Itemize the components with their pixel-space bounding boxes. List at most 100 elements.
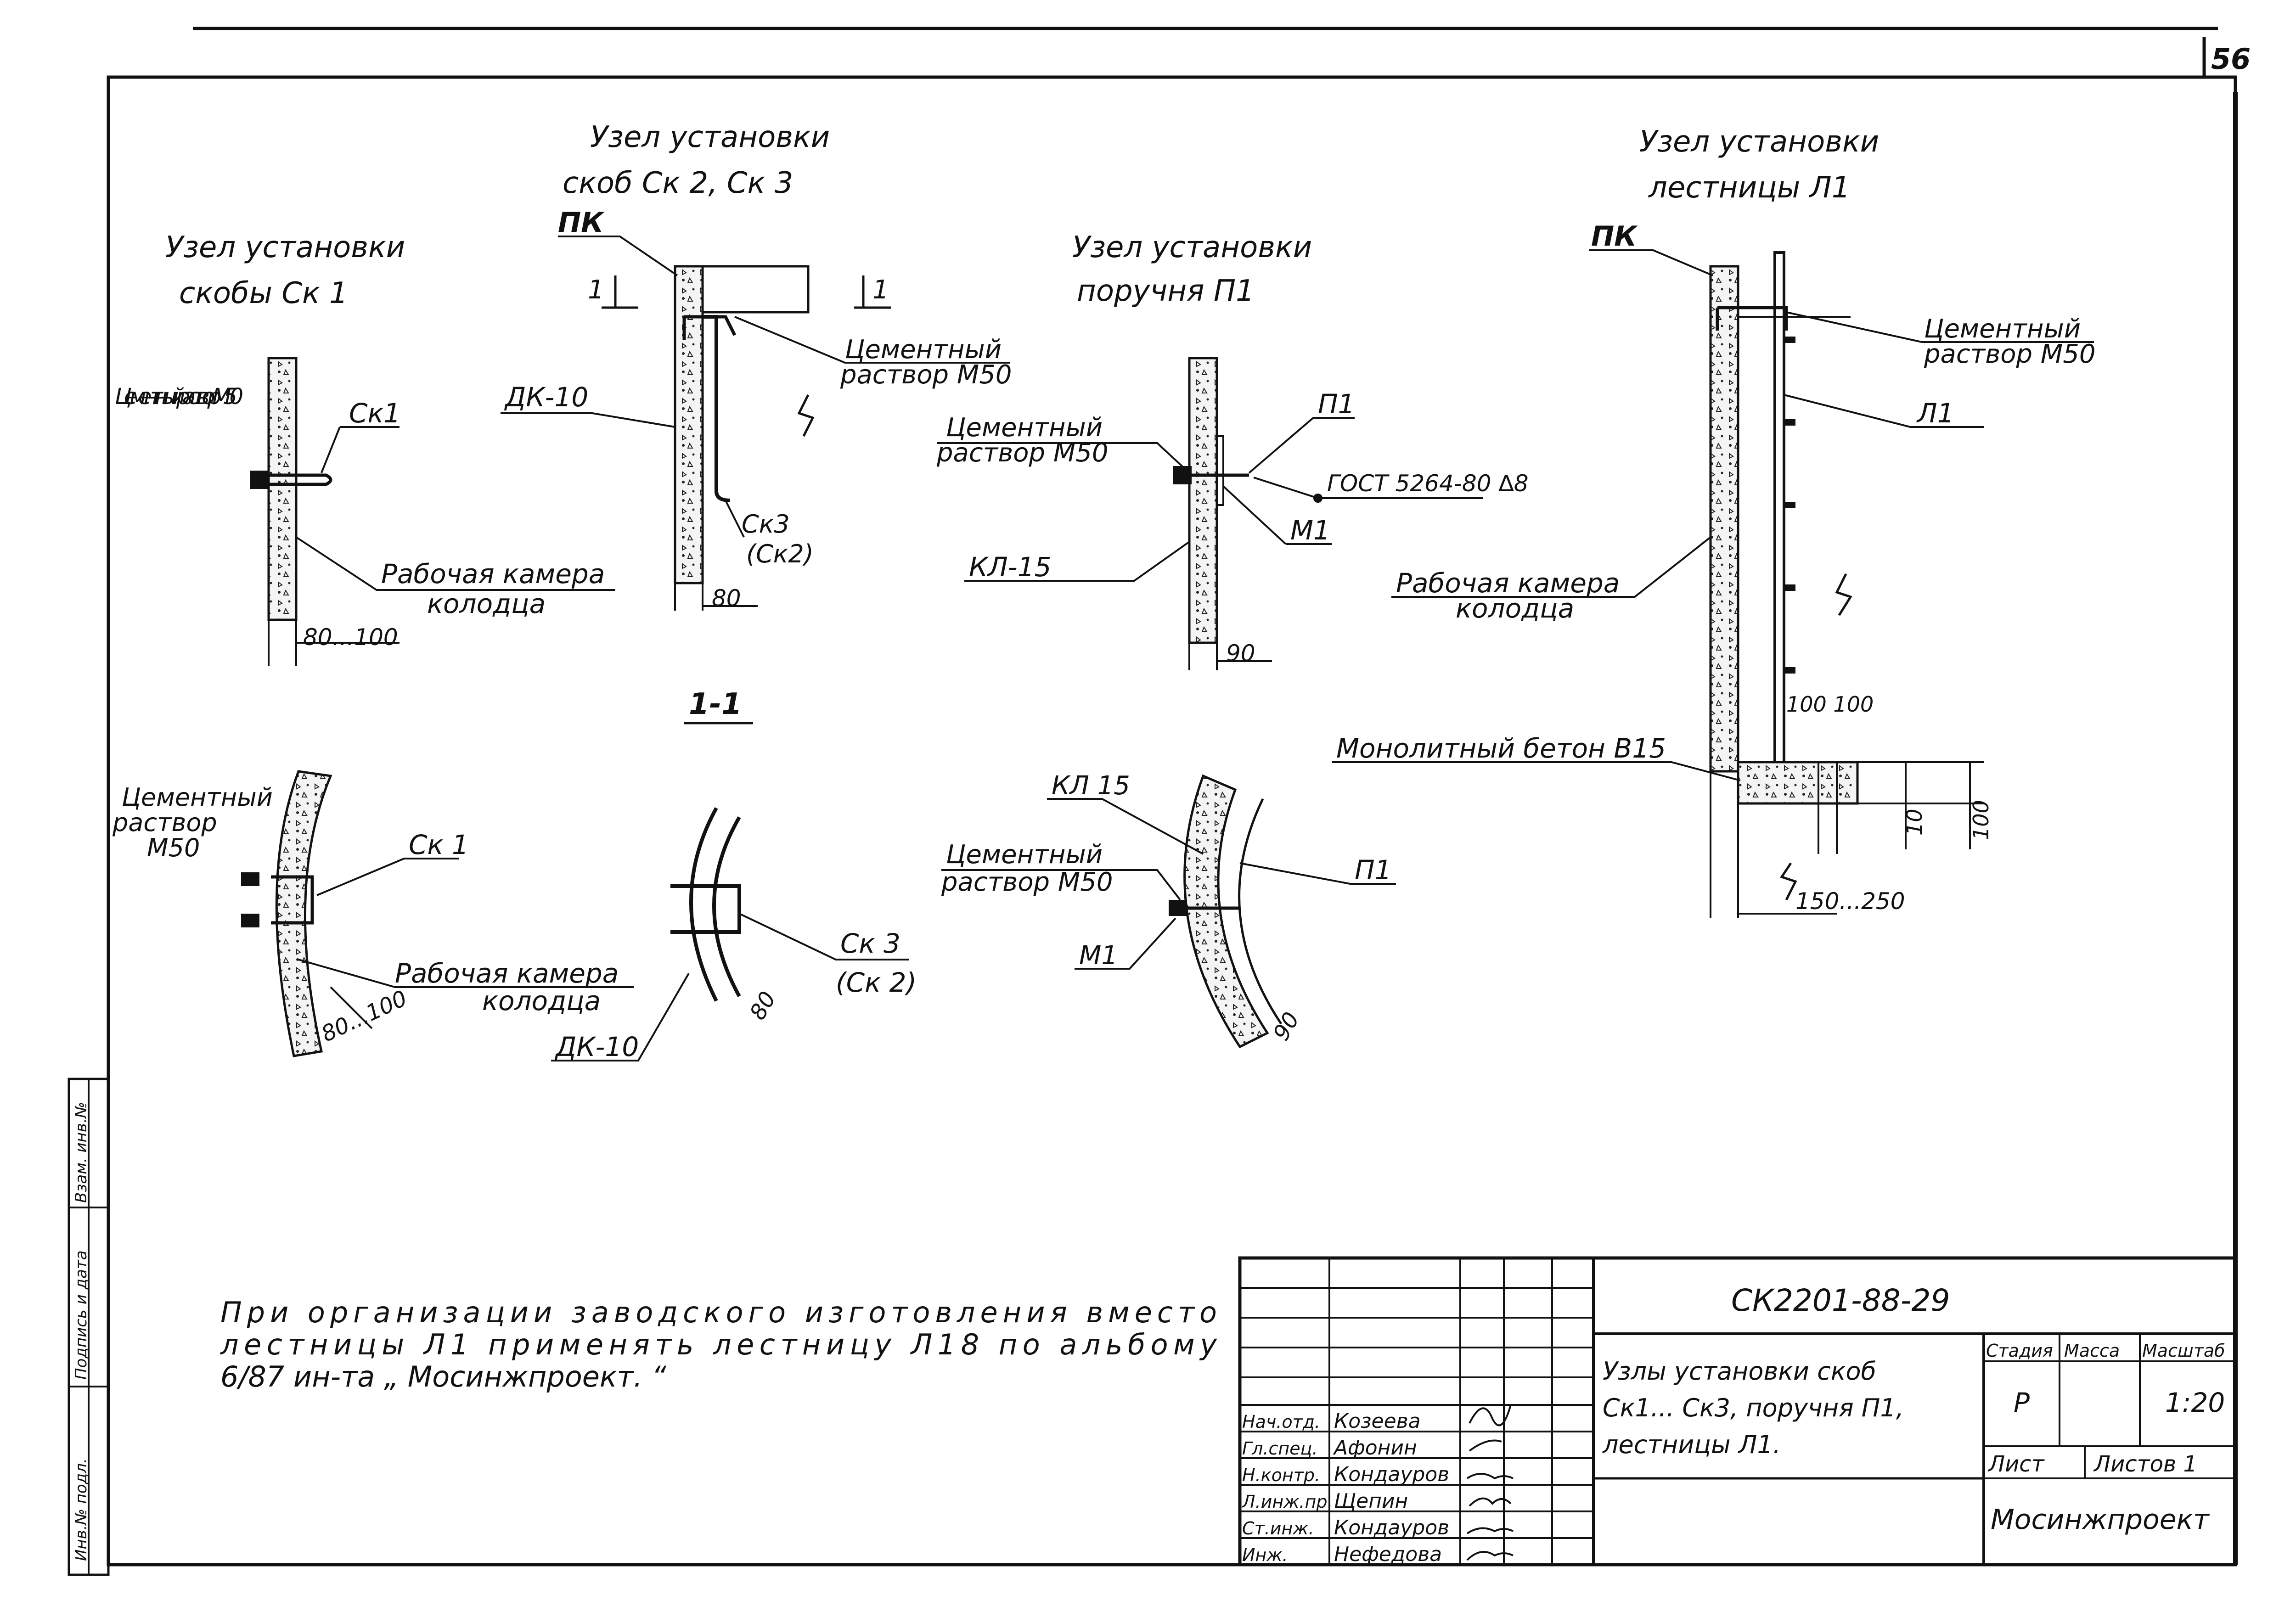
section-sk3-drawing — [670, 807, 741, 1002]
node-sk23-bracket-1: Ск3 — [742, 510, 790, 539]
node-sk1-bracket: Ск1 — [349, 398, 400, 429]
tb-staff-role: Ст.инж. — [1242, 1518, 1314, 1539]
tb-description-1: Узлы установки скоб — [1603, 1357, 1876, 1386]
node-sk23-bracket-2: (Ск2) — [746, 539, 814, 568]
section-ring: ДК-10 — [554, 1031, 639, 1062]
node-sk1-title-2: скобы Ск 1 — [179, 276, 348, 310]
margin-stamp-c1: Инв.№ подл. — [72, 1458, 90, 1561]
title-block — [1238, 1256, 2237, 1567]
node-l1-concrete: Монолитный бетон В15 — [1336, 733, 1666, 764]
node-sk23-mortar-2: раствор М50 — [840, 360, 1012, 390]
node-l1-dim-bottom: 150...250 — [1795, 888, 1905, 915]
section-sk1-dim: 80...100 — [317, 985, 411, 1047]
section-label: 1-1 — [689, 687, 742, 721]
node-p1-dim: 90 — [1226, 640, 1255, 667]
tb-staff-role: Н.контр. — [1242, 1465, 1320, 1485]
node-l1-dim-top: 100 100 — [1786, 692, 1874, 717]
tb-organization: Мосинжпроект — [1991, 1504, 2210, 1536]
node-p1-drawing — [1173, 357, 1272, 670]
tb-staff-name: Козеева — [1334, 1409, 1421, 1433]
tb-staff-name: Кондауров — [1334, 1516, 1449, 1539]
node-l1-chamber-1: Рабочая камера — [1396, 567, 1620, 599]
tb-description-3: лестницы Л1. — [1602, 1430, 1781, 1459]
node-l1-drawing — [1709, 251, 1984, 918]
tb-staff-role: Гл.спец. — [1242, 1438, 1318, 1459]
section-sk1-bracket: Ск 1 — [409, 829, 469, 860]
section-sk1-mortar-1: Цементный — [122, 783, 273, 812]
margin-stamp — [68, 1078, 110, 1576]
node-sk23-section-mark-right: 1 — [872, 275, 889, 305]
section-sk1-mortar-3: М50 — [147, 833, 200, 862]
note-line-3: 6/87 ин-та „ Мосинжпроект. “ — [220, 1360, 667, 1393]
tb-stage: Р — [2014, 1387, 2030, 1418]
node-sk23-ring: ДК-10 — [504, 382, 588, 413]
node-sk1-drawing — [250, 357, 400, 666]
node-l1-dim-h2: 100 — [1969, 800, 1993, 840]
margin-stamp-c2: Подпись и дата — [72, 1250, 90, 1380]
section-sk1-mortar-2: раствор — [112, 808, 217, 837]
node-p1-rail: П1 — [1318, 388, 1355, 420]
note-line-1: При организации заводского изготовления … — [220, 1296, 1217, 1329]
node-sk1-dim: 80...100 — [303, 624, 398, 651]
node-sk1-chamber-2: колодца — [427, 588, 546, 619]
tb-staff-role: Нач.отд. — [1242, 1412, 1320, 1432]
node-p1-mortar-1: Цементный — [946, 413, 1103, 443]
node-l1-title-1: Узел установки — [1639, 125, 1879, 159]
section-p-mortar-2: раствор М50 — [941, 867, 1113, 897]
node-sk1-title-1: Узел установки — [165, 230, 405, 264]
tb-sheet-label: Лист — [1987, 1451, 2045, 1477]
section-kl15: КЛ 15 — [1052, 771, 1130, 801]
margin-stamp-c3: Взам. инв.№ — [72, 1102, 90, 1203]
sheet-number: 56 — [2211, 42, 2251, 76]
node-l1-mortar-1: Цементный — [1924, 314, 2081, 344]
node-sk1-mortar: Цементный раствор М50 — [115, 384, 243, 410]
node-sk23-title-2: скоб Ск 2, Ск 3 — [563, 166, 793, 200]
tb-staff-role: Инж. — [1242, 1545, 1288, 1565]
section-p1-drawing — [1169, 774, 1283, 1049]
node-sk23-title-1: Узел установки — [590, 120, 830, 154]
tb-staff-name: Нефедова — [1334, 1543, 1442, 1566]
tb-staff: Нач.отд. Козеева Гл.спец. Афонин Н.контр… — [1241, 1409, 1449, 1566]
tb-description-2: Ск1... Ск3, поручня П1, — [1603, 1393, 1904, 1422]
node-sk23-drawing — [674, 265, 815, 611]
node-sk23-dim: 80 — [712, 585, 741, 612]
tb-staff-name: Кондауров — [1334, 1463, 1449, 1486]
tb-scale: 1:20 — [2165, 1387, 2225, 1418]
tb-signatures — [1466, 1404, 1514, 1561]
node-sk23-section-mark-left: 1 — [588, 275, 604, 305]
node-p1-title-2: поручня П1 — [1077, 274, 1255, 308]
tb-mass-label: Масса — [2064, 1341, 2120, 1361]
node-p1-m1: М1 — [1290, 515, 1330, 546]
tb-staff-name: Афонин — [1333, 1436, 1417, 1460]
node-sk1-chamber-1: Рабочая камера — [381, 558, 605, 590]
node-sk23-mortar-1: Цементный — [845, 335, 1002, 365]
designation: СК2201-88-29 — [1731, 1283, 1950, 1318]
section-sk1-chamber-1: Рабочая камера — [395, 958, 619, 989]
node-l1-dim-h1: 10 — [1902, 809, 1927, 836]
node-p1-gost: ГОСТ 5264-80 ∆8 — [1327, 470, 1529, 497]
node-l1-ladder: Л1 — [1916, 398, 1954, 429]
tb-staff-name: Щепин — [1334, 1489, 1408, 1513]
tb-staff-role: Л.инж.пр. — [1241, 1492, 1333, 1512]
tb-scale-label: Масштаб — [2142, 1341, 2225, 1361]
node-p1-title-1: Узел установки — [1072, 230, 1312, 264]
section-p-m1: М1 — [1079, 941, 1118, 971]
tb-stage-label: Стадия — [1986, 1341, 2053, 1361]
node-l1-title-2: лестницы Л1 — [1648, 171, 1850, 205]
node-l1-pk: ПК — [1591, 220, 1638, 253]
section-sk1-chamber-2: колодца — [482, 985, 601, 1016]
section-sk1-drawing — [241, 770, 373, 1057]
node-l1-chamber-2: колодца — [1456, 593, 1574, 624]
section-p-mortar-1: Цементный — [946, 840, 1103, 870]
section-sk3-dim: 80 — [745, 987, 781, 1024]
node-sk23-pk: ПК — [558, 207, 605, 239]
node-l1-mortar-2: раствор М50 — [1924, 339, 2095, 369]
note-line-2: лестницы Л1 применять лестницу Л18 по ал… — [220, 1328, 1217, 1361]
node-p1-ring: КЛ-15 — [969, 551, 1052, 583]
section-p-rail: П1 — [1355, 854, 1392, 886]
node-sk1-leader — [321, 426, 400, 473]
tb-sheets-label: Листов 1 — [2093, 1451, 2197, 1477]
section-sk3-2: (Ск 2) — [836, 967, 917, 998]
section-sk3-1: Ск 3 — [840, 928, 900, 959]
